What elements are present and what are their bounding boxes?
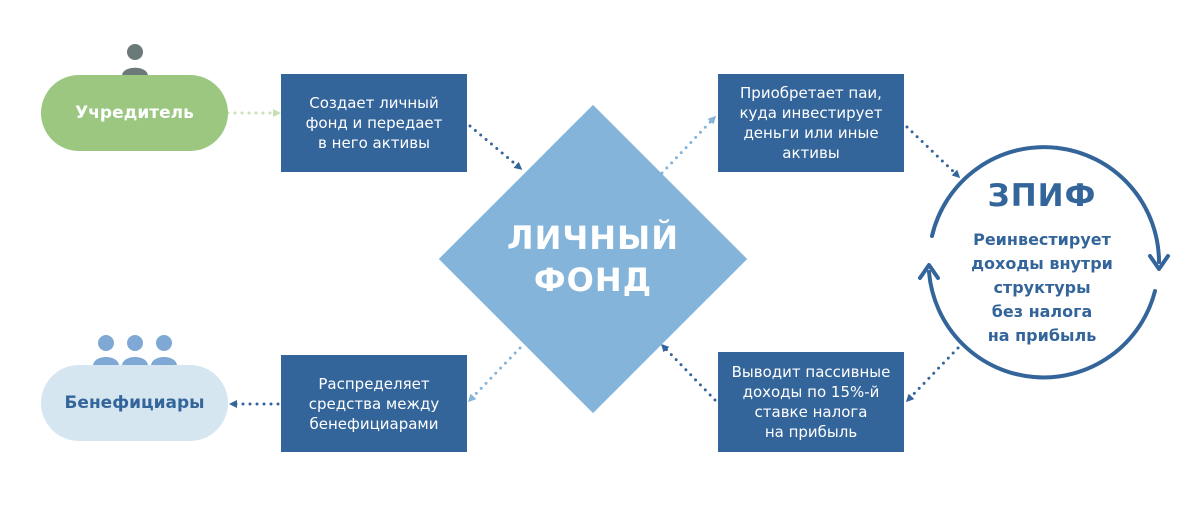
arrow-fund-to-acquire — [660, 115, 717, 175]
founder-node: Учредитель — [41, 75, 228, 151]
beneficiaries-label: Бенефициары — [64, 393, 205, 413]
step-distribute-funds-text: Распределяет средства между бенефициарам… — [308, 374, 440, 433]
arrow-create-to-fund — [468, 124, 523, 170]
step-withdraw-income: Выводит пассивные доходы по 15%-й ставке… — [718, 352, 904, 452]
step-create-fund: Создает личный фонд и передает в него ак… — [281, 74, 467, 172]
arrow-fund-to-distribute — [467, 346, 522, 403]
zpif-cycle-arrowheads — [918, 254, 1170, 280]
arrow-acquire-to-zpif — [905, 125, 961, 179]
zpif-description: Реинвестирует доходы внутри структуры бе… — [971, 230, 1113, 345]
founder-label: Учредитель — [75, 103, 194, 123]
step-create-fund-text: Создает личный фонд и передает в него ак… — [305, 94, 443, 152]
zpif-cycle-ring — [927, 145, 1161, 380]
arrow-withdraw-to-fund — [660, 343, 717, 402]
step-acquire-units: Приобретает паи, куда инвестирует деньги… — [718, 74, 904, 172]
group-of-people-icon — [90, 334, 182, 366]
person-icon — [121, 44, 149, 76]
arrow-zpif-to-withdraw — [905, 346, 960, 403]
personal-fund-label: ЛИЧНЫЙ ФОНД — [507, 219, 679, 299]
beneficiaries-node: Бенефициары — [41, 365, 228, 441]
step-withdraw-income-text: Выводит пассивные доходы по 15%-й ставке… — [731, 363, 891, 441]
step-acquire-units-text: Приобретает паи, куда инвестирует деньги… — [739, 84, 883, 162]
step-distribute-funds: Распределяет средства между бенефициарам… — [281, 355, 467, 452]
zpif-title: ЗПИФ — [987, 178, 1097, 214]
